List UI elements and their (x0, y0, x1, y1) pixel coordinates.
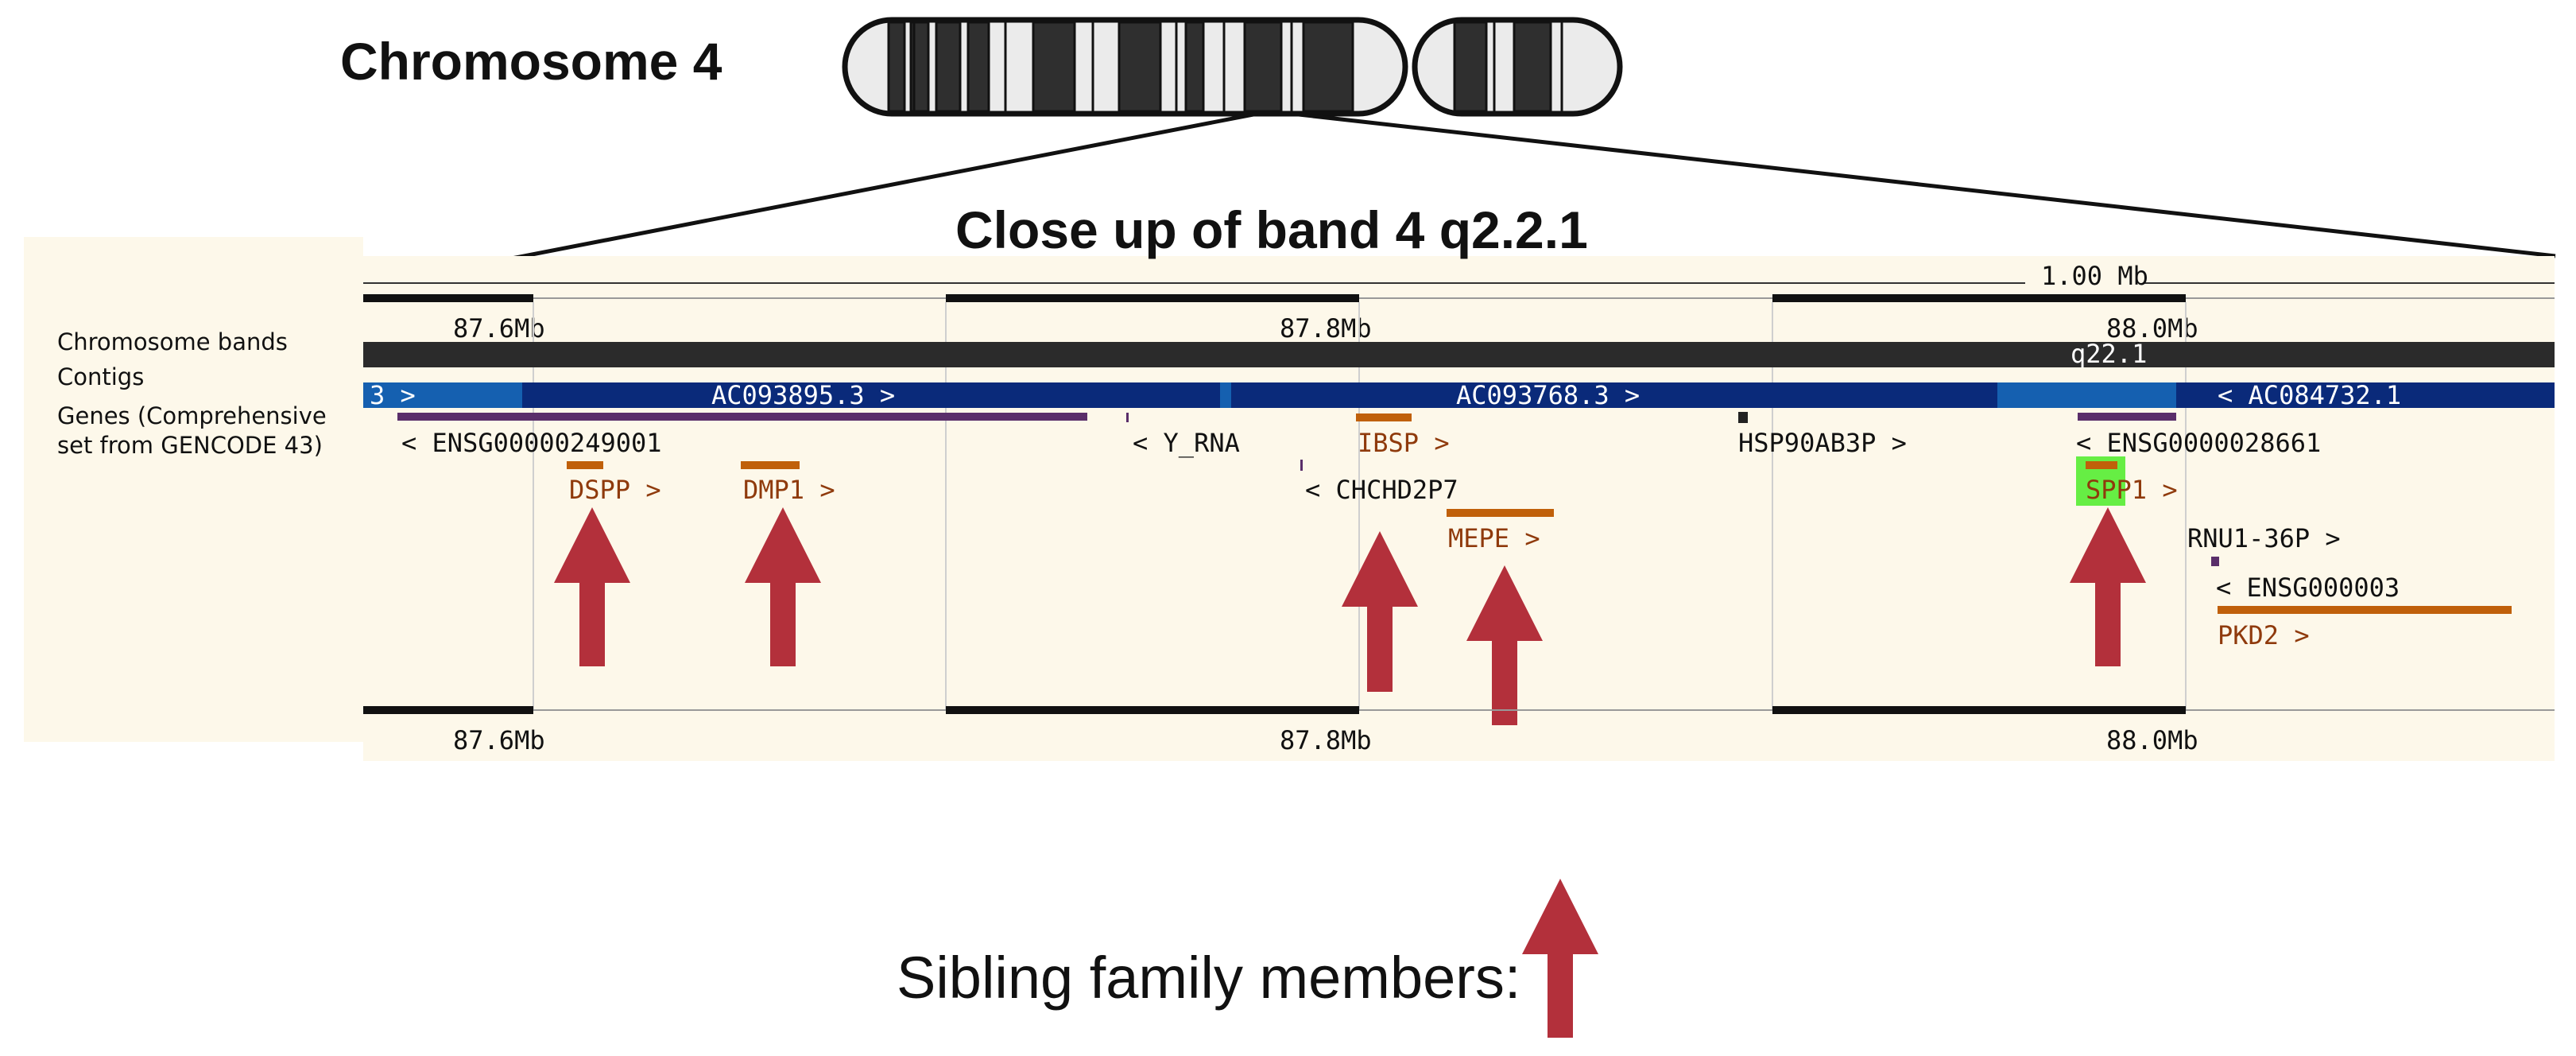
legend-caption: Sibling family members: (897, 945, 1520, 1011)
gene-bar-ibsp (1356, 413, 1412, 421)
gene-label-spp1: SPP1 > (2086, 475, 2178, 505)
gene-bar-dmp1 (741, 461, 800, 469)
contig-label-1: 3 > (370, 380, 416, 410)
sibling-arrows (554, 507, 2146, 725)
gene-label-mepe: MEPE > (1448, 523, 1540, 553)
chromosome-title: Chromosome 4 (340, 32, 722, 91)
legend-arrow (1522, 879, 1598, 1038)
contig-label-3: AC093768.3 > (1456, 380, 1640, 410)
closeup-title: Close up of band 4 q2.2.1 (955, 200, 1588, 259)
arrow-dspp (554, 507, 630, 666)
gene-bar-y-rna (1126, 413, 1129, 422)
gene-bar-ensg-28661 (2078, 413, 2176, 421)
gene-label-chchd2p7: < CHCHD2P7 (1305, 475, 1458, 505)
gene-label-pkd2: PKD2 > (2218, 620, 2310, 650)
gene-labels: < ENSG00000249001 < Y_RNA IBSP > HSP90AB… (401, 428, 2400, 650)
genome-browser-panel (363, 256, 2555, 761)
top-tick-3: 88.0Mb (2106, 313, 2198, 344)
gene-bar-ensg-249001 (397, 413, 1087, 421)
gene-label-ensg-trunc: < ENSG000003 (2216, 573, 2400, 603)
band-track: q22.1 (363, 339, 2555, 369)
gene-label-rnu1: RNU1-36P > (2187, 523, 2341, 553)
gene-bar-spp1 (2086, 461, 2117, 469)
gene-label-dmp1: DMP1 > (743, 475, 835, 505)
top-ruler: 87.6Mb 87.8Mb 88.0Mb (363, 294, 2555, 344)
bottom-tick-3: 88.0Mb (2106, 725, 2198, 755)
gene-label-ibsp: IBSP > (1358, 428, 1450, 458)
grid-lines (533, 302, 2187, 710)
track-label-contigs: Contigs (57, 363, 144, 390)
gene-bar-chchd2p7 (1300, 460, 1303, 471)
bottom-tick-2: 87.8Mb (1280, 725, 1372, 755)
gene-label-y-rna: < Y_RNA (1133, 428, 1240, 458)
track-label-genes-line1: Genes (Comprehensive (57, 402, 327, 429)
scale-label: 1.00 Mb (2041, 261, 2148, 291)
arrow-ibsp (1342, 531, 1418, 692)
arrow-dmp1 (745, 507, 821, 666)
gene-bar-hsp90ab3p (1738, 412, 1748, 423)
legend: Sibling family members: (897, 879, 1598, 1038)
gene-bar-pkd2 (2218, 606, 2512, 614)
track-labels: Chromosome bands Contigs Genes (Comprehe… (57, 328, 327, 459)
gene-bar-mepe (1447, 509, 1554, 517)
bottom-tick-1: 87.6Mb (453, 725, 545, 755)
arrow-mepe (1466, 565, 1543, 725)
gene-bar-rnu1 (2211, 557, 2219, 566)
gene-bars (397, 412, 2512, 614)
chromosome-4-ideogram (842, 17, 1623, 117)
track-label-panel (24, 237, 363, 742)
gene-label-ensg-28661: < ENSG0000028661 (2076, 428, 2321, 458)
scale-bar: 1.00 Mb (363, 261, 2555, 291)
top-tick-1: 87.6Mb (453, 313, 545, 344)
track-label-genes-line2: set from GENCODE 43) (57, 432, 323, 459)
band-label: q22.1 (2070, 339, 2147, 369)
gene-label-dspp: DSPP > (569, 475, 661, 505)
gene-bar-dspp (567, 461, 603, 469)
contig-track: 3 > AC093895.3 > AC093768.3 > < AC084732… (363, 380, 2555, 410)
track-label-bands: Chromosome bands (57, 328, 288, 355)
contig-label-4: < AC084732.1 (2218, 380, 2401, 410)
arrow-spp1 (2070, 507, 2146, 666)
bottom-ruler: 87.6Mb 87.8Mb 88.0Mb (363, 706, 2555, 755)
contig-label-2: AC093895.3 > (711, 380, 895, 410)
top-tick-2: 87.8Mb (1280, 313, 1372, 344)
gene-label-hsp90ab3p: HSP90AB3P > (1738, 428, 1907, 458)
gene-label-ensg-249001: < ENSG00000249001 (401, 428, 662, 458)
